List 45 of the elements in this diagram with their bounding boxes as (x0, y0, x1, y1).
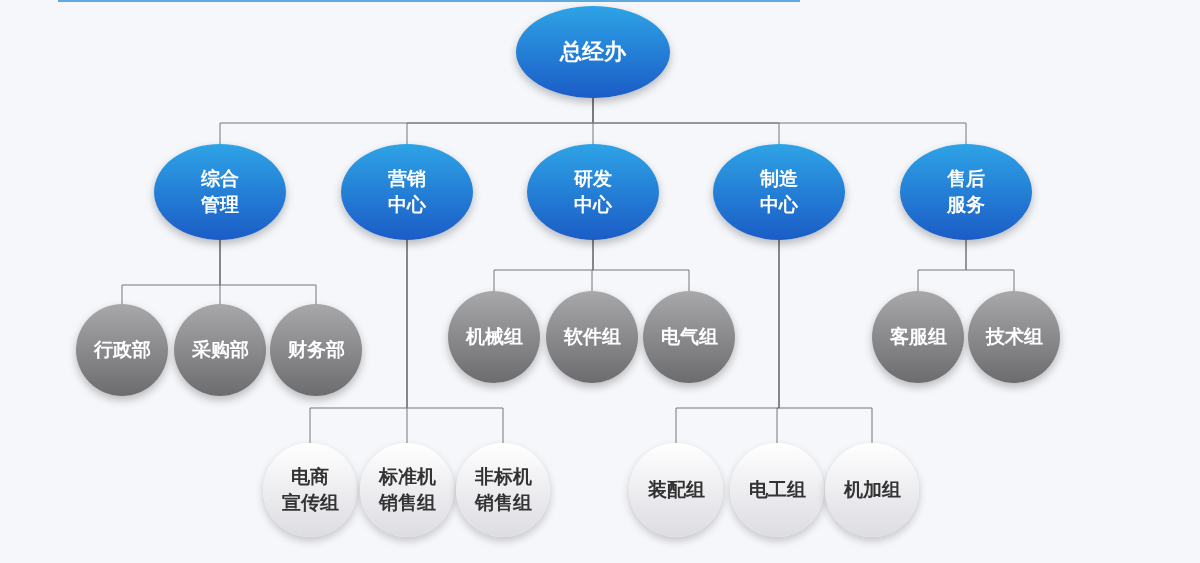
node-label: 标准机销售组 (378, 464, 436, 515)
team-circle (968, 291, 1060, 383)
connector-line (965, 239, 1015, 292)
connector-line (219, 239, 317, 305)
node-label: 客服组 (889, 324, 947, 350)
node-label: 行政部 (93, 337, 151, 363)
connector-line (406, 239, 504, 444)
team-circle (360, 443, 454, 537)
team-circle (456, 443, 550, 537)
node-label: 电商宣传组 (281, 464, 339, 515)
team-circle (76, 304, 168, 396)
department-ellipse (154, 144, 286, 240)
node-label: 综合管理 (201, 166, 239, 217)
department-ellipse (527, 144, 659, 240)
node-label: 采购部 (191, 337, 249, 363)
node-label: 财务部 (287, 337, 345, 363)
node-label: 售后服务 (947, 166, 985, 217)
team-circle (872, 291, 964, 383)
node-label: 总经办 (560, 38, 626, 67)
node-label: 电工组 (748, 477, 806, 503)
team-circle (448, 291, 540, 383)
team-circle (174, 304, 266, 396)
node-label: 研发中心 (574, 166, 612, 217)
node-label: 机械组 (465, 324, 523, 350)
team-circle (825, 443, 919, 537)
node-label: 营销中心 (388, 166, 426, 217)
team-circle (730, 443, 824, 537)
department-ellipse (713, 144, 845, 240)
node-label: 电气组 (660, 324, 718, 350)
department-ellipse (900, 144, 1032, 240)
connector-line (778, 239, 873, 444)
team-circle (643, 291, 735, 383)
team-circle (629, 443, 723, 537)
department-ellipse (341, 144, 473, 240)
node-label: 软件组 (563, 324, 621, 350)
node-label: 技术组 (985, 324, 1043, 350)
team-circle (546, 291, 638, 383)
connector-line (592, 239, 690, 292)
team-circle (270, 304, 362, 396)
node-label: 非标机销售组 (474, 464, 532, 515)
node-label: 制造中心 (760, 166, 798, 217)
node-label: 装配组 (647, 477, 705, 503)
team-circle (263, 443, 357, 537)
department-ellipse (516, 6, 670, 98)
node-label: 机加组 (843, 477, 901, 503)
